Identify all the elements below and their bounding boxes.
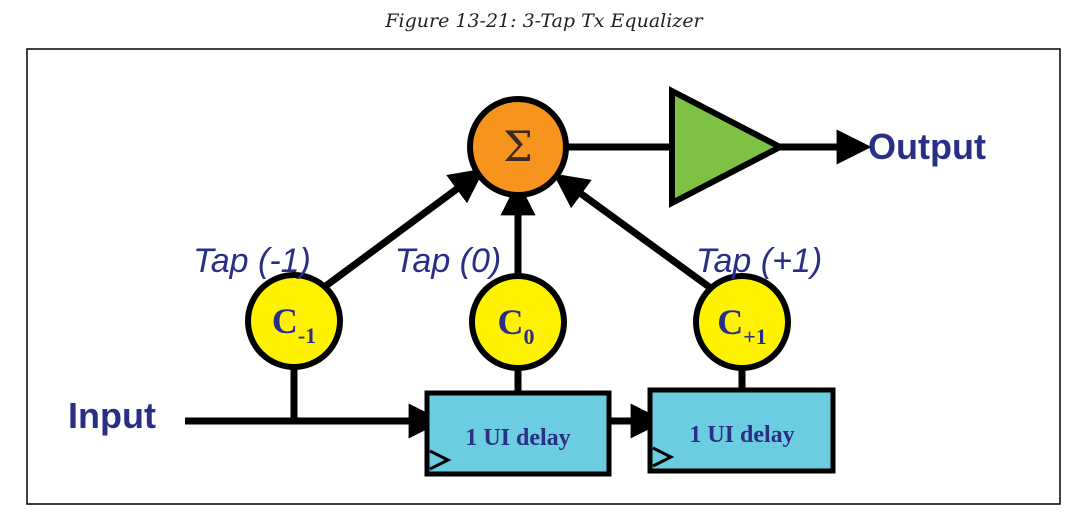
diagram-frame [26, 48, 1061, 505]
tap-minus1-arrow [320, 168, 485, 291]
coeff-c0-base: C [498, 302, 524, 342]
coeff-c-plus1-base: C [717, 302, 743, 342]
coeff-c-minus1-sub: -1 [298, 323, 316, 348]
tap-plus1-arrow [553, 173, 715, 292]
tap-0-label: Tap (0) [395, 242, 501, 280]
coeff-c-minus1: C-1 [245, 272, 343, 370]
delay-box-1: 1 UI delay [424, 390, 612, 477]
svg-text:C0: C0 [498, 302, 535, 349]
coeff-c-plus1-sub: +1 [743, 324, 767, 349]
coeff-c0: C0 [469, 273, 567, 371]
amplifier-triangle [669, 86, 787, 208]
delay-1-label: 1 UI delay [465, 425, 570, 451]
coeff-c-minus1-base: C [272, 301, 298, 341]
sigma-symbol: Σ [503, 122, 533, 171]
coeff-c-plus1: C+1 [693, 273, 791, 371]
delay-box-2: 1 UI delay [647, 387, 836, 474]
output-label: Output [868, 126, 986, 167]
figure-caption: Figure 13-21: 3-Tap Tx Equalizer [385, 10, 703, 32]
input-label: Input [68, 395, 156, 436]
tap-minus1-label: Tap (-1) [193, 242, 311, 280]
delay-2-label: 1 UI delay [689, 422, 794, 448]
tap-plus1-label: Tap (+1) [696, 242, 822, 280]
coeff-c0-sub: 0 [524, 324, 535, 349]
svg-text:C-1: C-1 [272, 301, 316, 348]
svg-text:C+1: C+1 [717, 302, 767, 349]
summer-node: Σ [467, 96, 569, 198]
